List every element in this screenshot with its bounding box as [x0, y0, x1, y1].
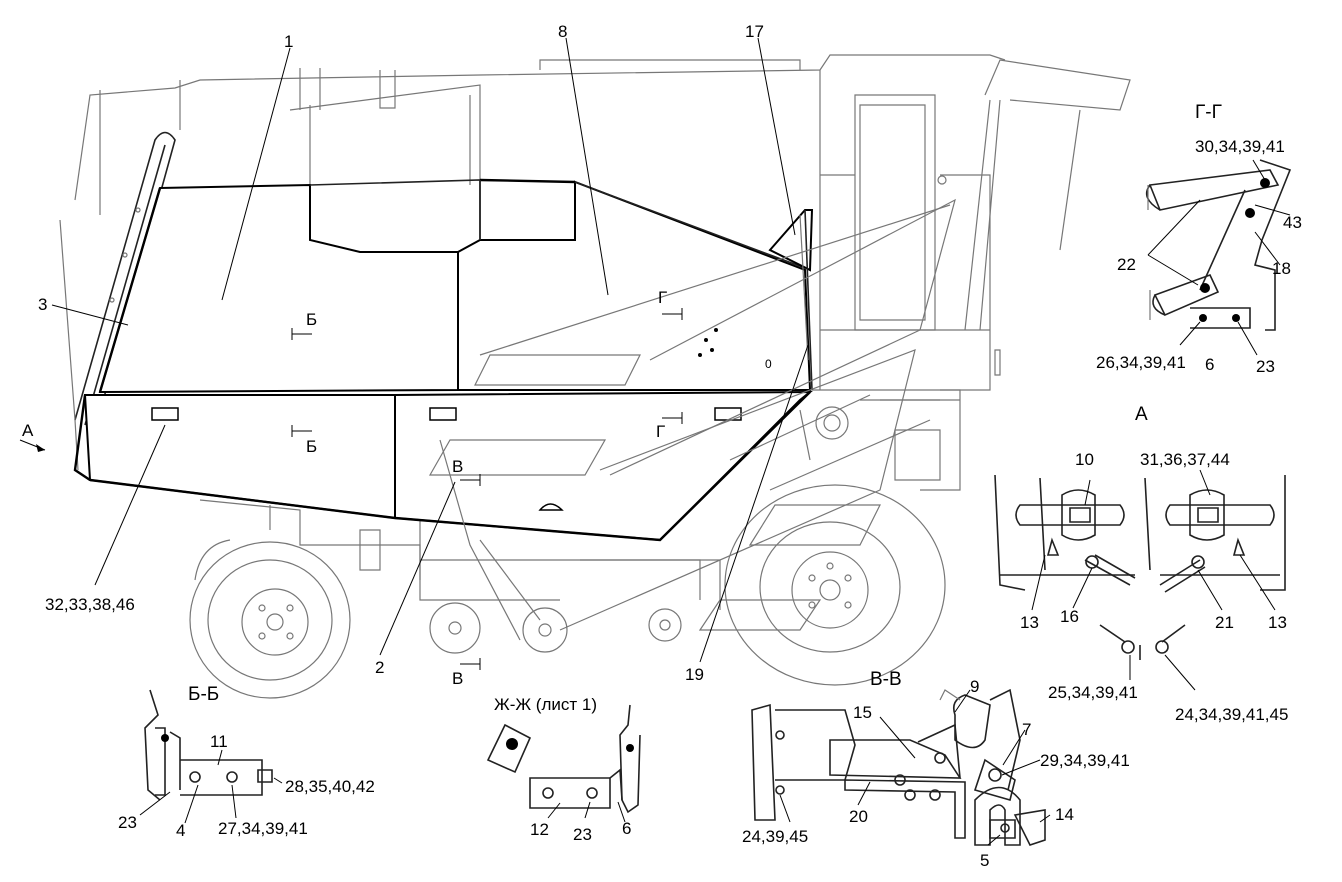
zhzh-label-23: 23	[573, 825, 592, 844]
view-vv-title: В-В	[870, 669, 902, 690]
section-v-bottom: В	[452, 669, 463, 688]
gg-label-18: 18	[1272, 259, 1291, 278]
section-g-bottom: Г	[656, 422, 665, 441]
bb-label-27: 27,34,39,41	[218, 819, 308, 838]
a-label-31: 31,36,37,44	[1140, 450, 1230, 469]
callout-32-33-38-46: 32,33,38,46	[45, 595, 135, 614]
a-label-24: 24,34,39,41,45	[1175, 705, 1288, 724]
gg-label-26: 26,34,39,41	[1096, 353, 1186, 372]
view-a-arrow-label: А	[22, 421, 34, 440]
main-leaders	[19, 37, 809, 670]
view-bb-drawing	[139, 689, 283, 824]
gg-label-23: 23	[1256, 357, 1275, 376]
view-vv-drawing	[751, 688, 1051, 846]
section-b-bottom: Б	[306, 437, 317, 456]
vv-label-24-39-45: 24,39,45	[742, 827, 808, 846]
section-v-top: В	[452, 457, 463, 476]
view-gg-drawing	[1145, 159, 1292, 356]
callout-19: 19	[685, 665, 704, 684]
side-panels	[73, 178, 814, 542]
zhzh-label-6: 6	[622, 819, 631, 838]
hub-mark: 0	[765, 357, 772, 371]
gg-label-6: 6	[1205, 355, 1214, 374]
callout-17: 17	[745, 22, 764, 41]
view-zhzh-title: Ж-Ж (лист 1)	[494, 695, 597, 714]
callout-8: 8	[558, 22, 567, 41]
vv-label-7: 7	[1022, 720, 1031, 739]
a-label-16: 16	[1060, 607, 1079, 626]
bb-label-4: 4	[176, 821, 185, 840]
a-label-13-left: 13	[1020, 613, 1039, 632]
callout-2: 2	[375, 658, 384, 677]
view-bb-title: Б-Б	[188, 684, 219, 705]
gg-label-22: 22	[1117, 255, 1136, 274]
vv-label-9: 9	[970, 677, 979, 696]
gg-label-30: 30,34,39,41	[1195, 137, 1285, 156]
view-a-title: А	[1135, 404, 1148, 425]
vv-label-5: 5	[980, 851, 989, 870]
vv-label-14: 14	[1055, 805, 1074, 824]
a-label-13-right: 13	[1268, 613, 1287, 632]
a-label-25: 25,34,39,41	[1048, 683, 1138, 702]
view-zhzh-drawing	[486, 704, 641, 823]
section-g-top: Г	[658, 288, 667, 307]
machine-background	[59, 54, 1131, 699]
vv-label-20: 20	[849, 807, 868, 826]
vv-label-29: 29,34,39,41	[1040, 751, 1130, 770]
bb-label-11: 11	[210, 732, 228, 751]
bb-label-23: 23	[118, 813, 137, 832]
view-gg-title: Г-Г	[1195, 102, 1222, 123]
bb-label-28: 28,35,40,42	[285, 777, 375, 796]
zhzh-label-12: 12	[530, 820, 549, 839]
a-label-21: 21	[1215, 613, 1234, 632]
vv-label-15: 15	[853, 703, 872, 722]
a-label-10: 10	[1075, 450, 1094, 469]
section-b-top: Б	[306, 310, 317, 329]
phantom-panels	[428, 198, 956, 641]
gg-label-43: 43	[1283, 213, 1302, 232]
callout-3: 3	[38, 295, 47, 314]
view-a-drawing	[994, 469, 1286, 691]
callout-1: 1	[284, 32, 293, 51]
